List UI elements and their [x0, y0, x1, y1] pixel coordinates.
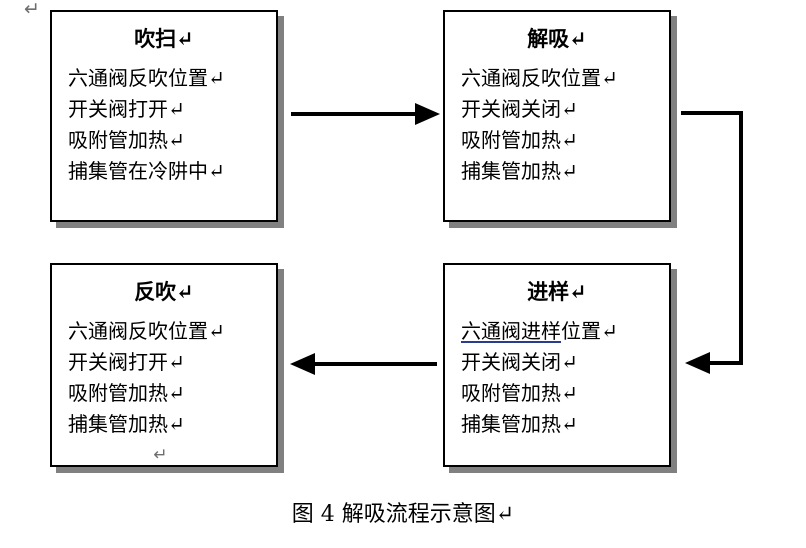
process-step: 六通阀反吹位置↵ [461, 66, 618, 90]
process-step-underlined-text: 六通阀进样 [461, 319, 561, 343]
process-step: 吸附管加热↵ [68, 381, 185, 405]
process-box-purge-title: 吹扫↵ [134, 26, 194, 51]
process-step: 捕集管加热↵ [461, 159, 578, 183]
paragraph-return-mark: ↵ [24, 0, 40, 20]
process-step: 捕集管加热↵ [461, 412, 578, 436]
process-box-purge-steps: 六通阀反吹位置↵ 开关阀打开↵ 吸附管加热↵ 捕集管在冷阱中↵ [52, 63, 276, 187]
process-step: 六通阀反吹位置↵ [68, 319, 225, 343]
process-step: 捕集管在冷阱中↵ [68, 159, 225, 183]
process-step: 开关阀关闭↵ [461, 350, 578, 374]
process-box-injection-title: 进样↵ [527, 279, 587, 304]
process-step-highlighted: 六通阀进样位置↵ [461, 316, 669, 347]
process-box-desorption-steps: 六通阀反吹位置↵ 开关阀关闭↵ 吸附管加热↵ 捕集管加热↵ [445, 63, 669, 187]
process-step: 捕集管加热↵ [68, 412, 185, 436]
process-step: 开关阀关闭↵ [461, 97, 578, 121]
process-box-injection: 进样↵ 六通阀进样位置↵ 开关阀关闭↵ 吸附管加热↵ 捕集管加热↵ [443, 263, 671, 467]
process-box-desorption: 解吸↵ 六通阀反吹位置↵ 开关阀关闭↵ 吸附管加热↵ 捕集管加热↵ [443, 10, 671, 222]
arrow-desorption-to-injection [681, 111, 743, 374]
process-step: 开关阀打开↵ [68, 350, 185, 374]
process-box-injection-steps: 六通阀进样位置↵ 开关阀关闭↵ 吸附管加热↵ 捕集管加热↵ [445, 316, 669, 440]
arrow-purge-to-desorption [291, 103, 440, 125]
process-step: 吸附管加热↵ [68, 128, 185, 152]
process-box-trailing-return-mark: ↵ [153, 445, 168, 465]
arrow-injection-to-backflush [290, 353, 437, 375]
process-box-purge: 吹扫↵ 六通阀反吹位置↵ 开关阀打开↵ 吸附管加热↵ 捕集管在冷阱中↵ [50, 10, 278, 222]
process-step: 六通阀反吹位置↵ [68, 66, 225, 90]
process-step-plain-text: 位置↵ [561, 319, 618, 343]
process-step: 吸附管加热↵ [461, 128, 578, 152]
process-step: 开关阀打开↵ [68, 97, 185, 121]
figure-caption: 图 4 解吸流程示意图↵ [291, 502, 515, 527]
process-box-desorption-title: 解吸↵ [527, 26, 587, 51]
process-box-backflush: 反吹↵ 六通阀反吹位置↵ 开关阀打开↵ 吸附管加热↵ 捕集管加热↵ ↵ [50, 263, 278, 467]
process-box-backflush-title: 反吹↵ [134, 279, 194, 304]
process-box-backflush-steps: 六通阀反吹位置↵ 开关阀打开↵ 吸附管加热↵ 捕集管加热↵ ↵ [52, 316, 276, 471]
process-step: 吸附管加热↵ [461, 381, 578, 405]
